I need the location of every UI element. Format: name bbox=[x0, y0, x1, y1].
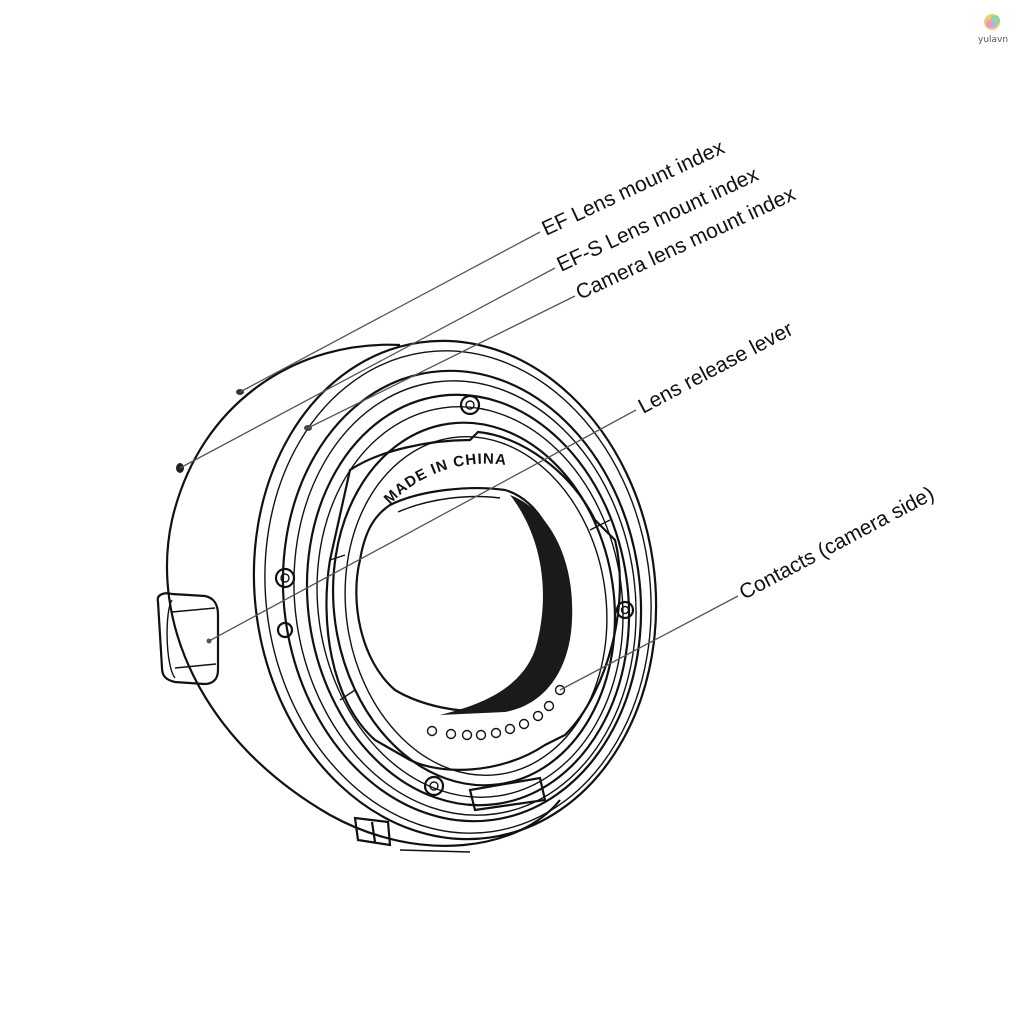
watermark-logo: yulavn bbox=[978, 14, 1008, 45]
label-contacts-camera-side: Contacts (camera side) bbox=[736, 482, 938, 604]
leader-lines bbox=[179, 231, 739, 691]
watermark-text: yulavn bbox=[978, 35, 1008, 45]
mount-screws bbox=[274, 394, 635, 797]
screw-icon bbox=[459, 394, 481, 416]
electrical-contacts bbox=[426, 684, 566, 741]
release-lever-icon bbox=[156, 592, 220, 686]
label-lens-release-lever: Lens release lever bbox=[635, 318, 797, 419]
screw-icon bbox=[615, 600, 635, 620]
lock-pin-icon bbox=[276, 621, 294, 639]
screw-icon bbox=[274, 567, 296, 589]
callout-labels: EF Lens mount index EF-S Lens mount inde… bbox=[538, 136, 938, 605]
adapter-body bbox=[165, 339, 658, 853]
screw-icon bbox=[423, 775, 445, 797]
